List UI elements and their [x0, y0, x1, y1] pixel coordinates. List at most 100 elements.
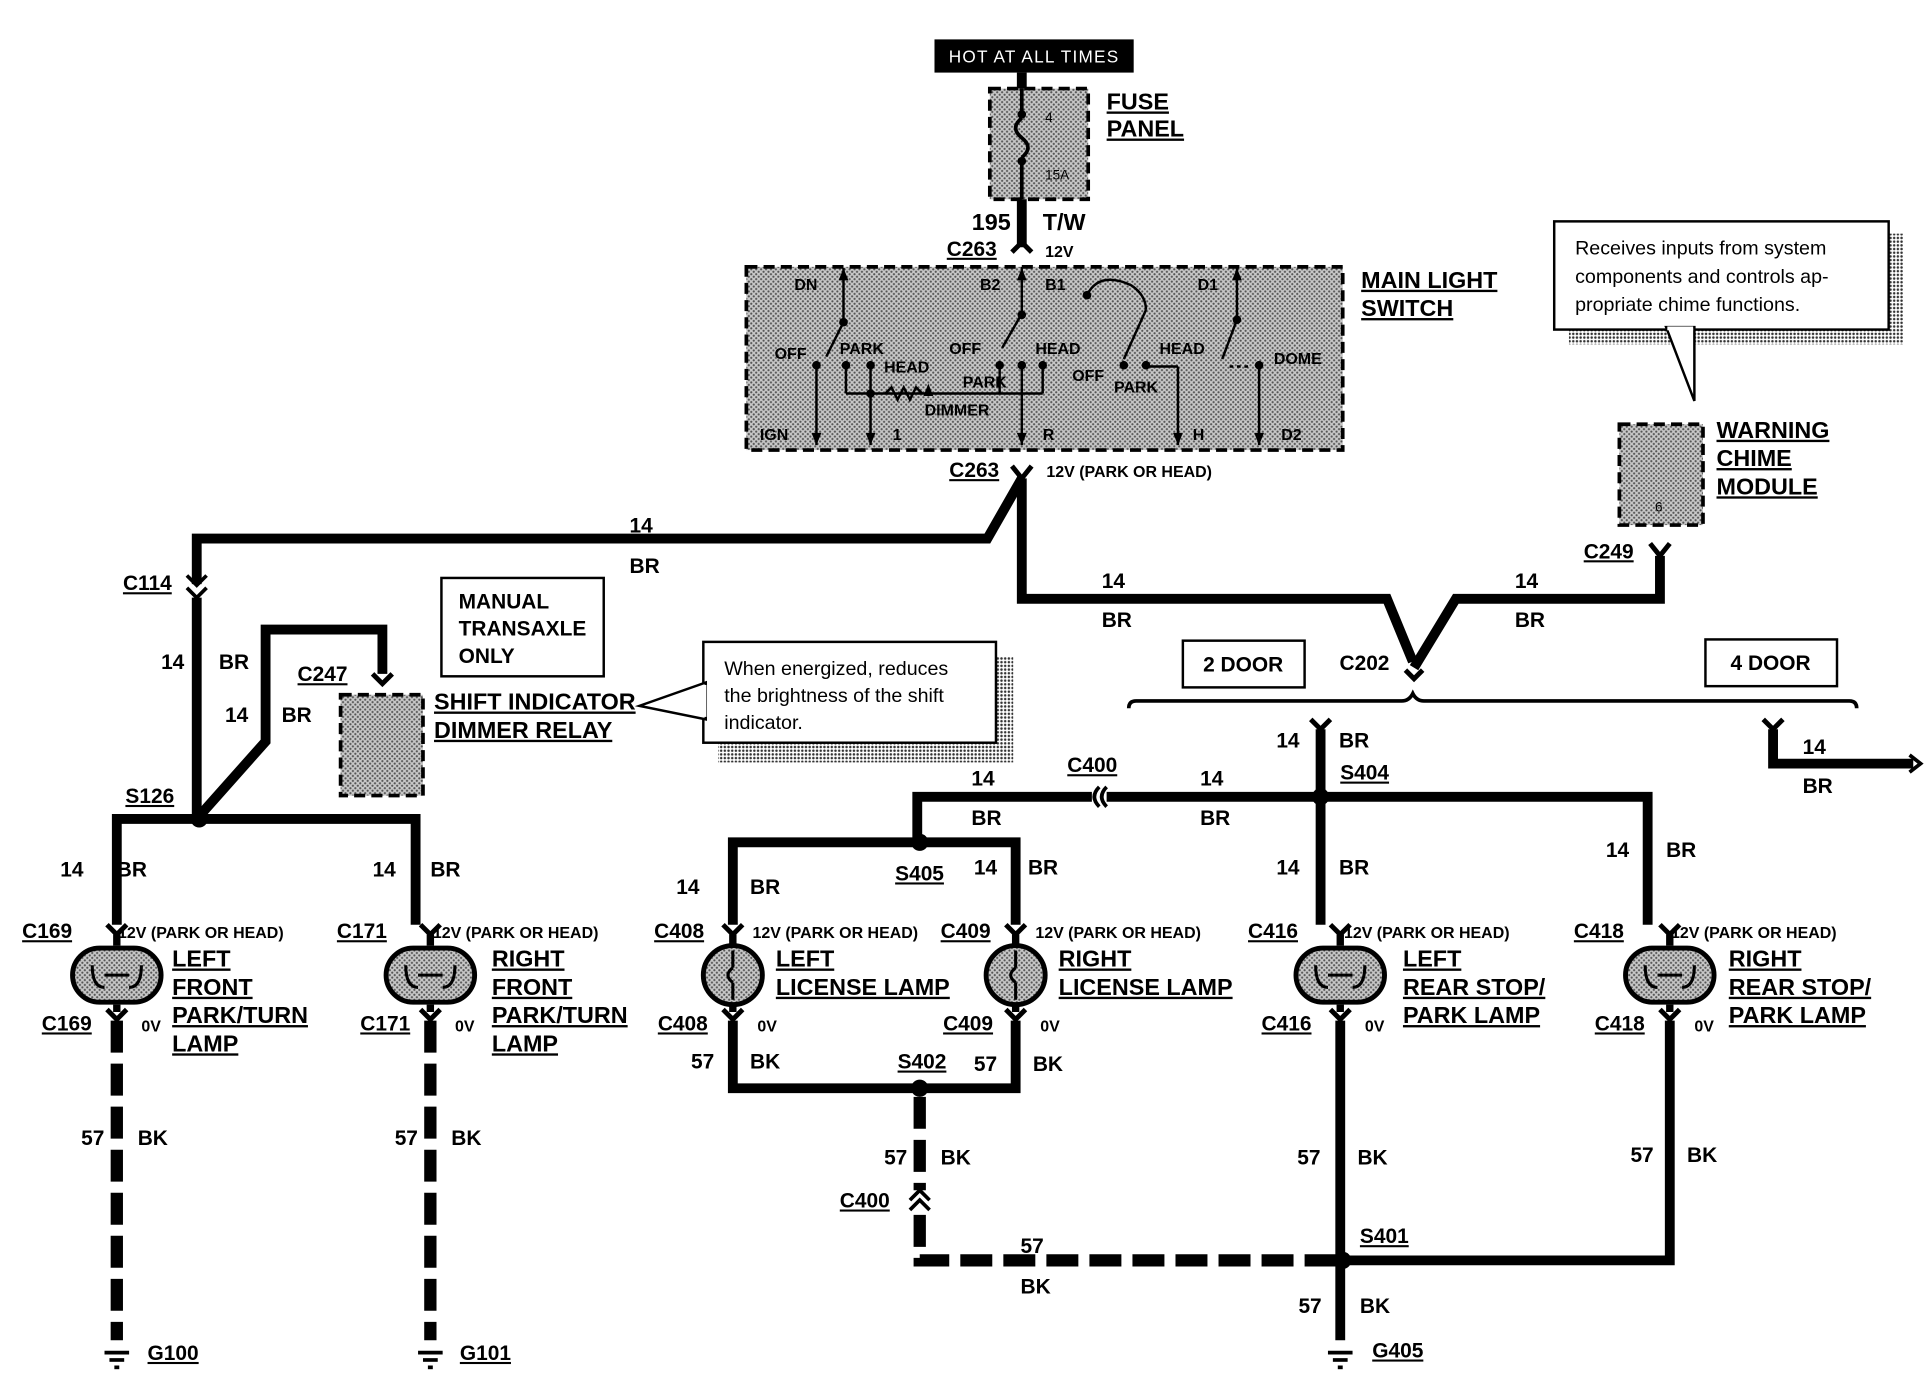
- lamp-connector-bottom: C171: [360, 1012, 410, 1035]
- terminal-dn: DN: [794, 277, 817, 294]
- lamp-ground-voltage: 0V: [1694, 1019, 1714, 1036]
- fuse-icon: [1013, 116, 1030, 159]
- lamp-voltage: 12V (PARK OR HEAD): [433, 925, 599, 942]
- two-door-connector-icon: [1309, 717, 1333, 733]
- wire-label-br-j: BR: [971, 807, 1001, 830]
- connector-c202: C202: [1339, 652, 1389, 675]
- terminal-b1: B1: [1045, 277, 1066, 294]
- wire-four-door: [1768, 729, 1914, 769]
- wire-label-14-e: 14: [225, 704, 249, 727]
- lamp-connector-top: C418: [1574, 920, 1624, 943]
- filament-icon: [726, 950, 735, 1000]
- splice-s126: S126: [125, 785, 174, 808]
- wire-label-br-m: BR: [1666, 839, 1696, 862]
- manual-transaxle-line-2: TRANSAXLE: [459, 618, 587, 641]
- warning-chime-label-1: WARNING: [1717, 417, 1830, 443]
- wire-label-br-b: BR: [1102, 609, 1132, 632]
- splice-s405: S405: [895, 862, 944, 885]
- hot-at-all-times-banner: HOT AT ALL TIMES: [934, 39, 1134, 73]
- fuse-rating: 15A: [1045, 168, 1069, 183]
- lamp-connector-bottom-icon: [1004, 1007, 1028, 1023]
- terminal-1: 1: [893, 427, 902, 444]
- wire-label-br-e: BR: [282, 704, 312, 727]
- ground-wire-c418: [1340, 1020, 1675, 1266]
- wire-label-14-b: 14: [1102, 570, 1126, 593]
- lamp-name-line-2: FRONT: [172, 974, 253, 1000]
- lamp-name-line-2: FRONT: [492, 974, 573, 1000]
- terminal-d2: D2: [1281, 427, 1302, 444]
- ground-g405-icon: [1327, 1350, 1353, 1370]
- wire-label-br-i: BR: [1339, 730, 1369, 753]
- lamp-connector-bottom: C409: [943, 1012, 993, 1035]
- lamp-connector-bottom: C408: [658, 1012, 708, 1035]
- splice-s404-dot: [1311, 788, 1330, 806]
- pos-head-2: HEAD: [1035, 341, 1080, 358]
- wire-label-bk-a: BK: [750, 1051, 780, 1074]
- pos-off-1: OFF: [775, 346, 807, 363]
- terminal-b2: B2: [980, 277, 1001, 294]
- wire-label-57-a: 57: [691, 1051, 714, 1074]
- lamp-voltage: 12V (PARK OR HEAD): [753, 925, 919, 942]
- ground-wire-to-s401: [913, 1214, 1341, 1267]
- lamp-name-line-3: PARK LAMP: [1729, 1002, 1866, 1028]
- chime-callout: Receives inputs from system components a…: [1552, 220, 1904, 402]
- ground-g100: G100: [148, 1342, 199, 1365]
- lamp-name-line-1: LEFT: [172, 946, 231, 972]
- splice-s402-dot: [911, 1079, 929, 1097]
- wire-label-bk-h: BK: [1021, 1276, 1051, 1299]
- pos-dimmer: DIMMER: [925, 403, 990, 420]
- ground-g100-icon: [104, 1350, 130, 1370]
- wire-relay-feed: [193, 624, 388, 823]
- connector-c247: C247: [298, 663, 348, 686]
- wire-label-br-l: BR: [1339, 856, 1369, 879]
- wire-label-14-k: 14: [1200, 768, 1224, 791]
- connector-c114: C114: [123, 572, 172, 595]
- wire-label-14-n: 14: [676, 876, 700, 899]
- wire-label-14-l: 14: [1276, 856, 1300, 879]
- wire-chime-to-c202: [1409, 555, 1665, 671]
- wire-license-lamps: [727, 837, 1021, 925]
- wire-label-br-g: BR: [430, 859, 460, 882]
- wire-label-bk-c: BK: [138, 1127, 168, 1150]
- ground-wire-license: [727, 1020, 1021, 1094]
- warning-chime-label-3: MODULE: [1717, 473, 1818, 499]
- wire-label-14-a: 14: [630, 514, 654, 537]
- wire-label-14-o: 14: [974, 856, 998, 879]
- wire-label-57-g: 57: [1630, 1144, 1653, 1167]
- wire-label-57-f: 57: [1297, 1146, 1320, 1169]
- pos-head-1: HEAD: [884, 360, 929, 377]
- wire-label-14-j: 14: [971, 768, 995, 791]
- feed-circuit-195: 195: [972, 209, 1011, 235]
- lamp-name-line-2: REAR STOP/: [1403, 974, 1546, 1000]
- lamp-connector-bottom-icon: [721, 1007, 745, 1023]
- filament-icon: [404, 965, 457, 989]
- relay-callout-line-2: the brightness of the shift: [724, 685, 944, 707]
- wire-label-br-n: BR: [750, 876, 780, 899]
- wire-label-br-o: BR: [1028, 856, 1058, 879]
- lamp-connector-top: C416: [1248, 920, 1298, 943]
- splice-s404: S404: [1340, 762, 1389, 785]
- chime-pin-6: 6: [1655, 500, 1663, 515]
- terminal-ign: IGN: [760, 427, 788, 444]
- wire-label-bk-e: BK: [941, 1146, 971, 1169]
- filament-icon: [1643, 965, 1696, 989]
- manual-transaxle-line-1: MANUAL: [459, 591, 550, 614]
- connector-c202-icon: [1403, 668, 1425, 683]
- lamp-ground-voltage: 0V: [757, 1019, 777, 1036]
- lamp-connector-top-icon: [721, 922, 745, 939]
- wire-label-br-f: BR: [117, 859, 147, 882]
- connector-c400-top: C400: [1067, 754, 1117, 777]
- pos-off-3: OFF: [1072, 368, 1104, 385]
- wire-label-14-h: 14: [1803, 736, 1827, 759]
- two-door-label: 2 DOOR: [1203, 653, 1283, 676]
- lamp-name-line-1: RIGHT: [492, 946, 565, 972]
- lamp-name-line-4: LAMP: [172, 1030, 238, 1056]
- lamp-connector-bottom: C416: [1262, 1012, 1312, 1035]
- chime-callout-line-2: components and controls ap-: [1575, 266, 1829, 288]
- relay-callout: When energized, reduces the brightness o…: [634, 640, 1014, 763]
